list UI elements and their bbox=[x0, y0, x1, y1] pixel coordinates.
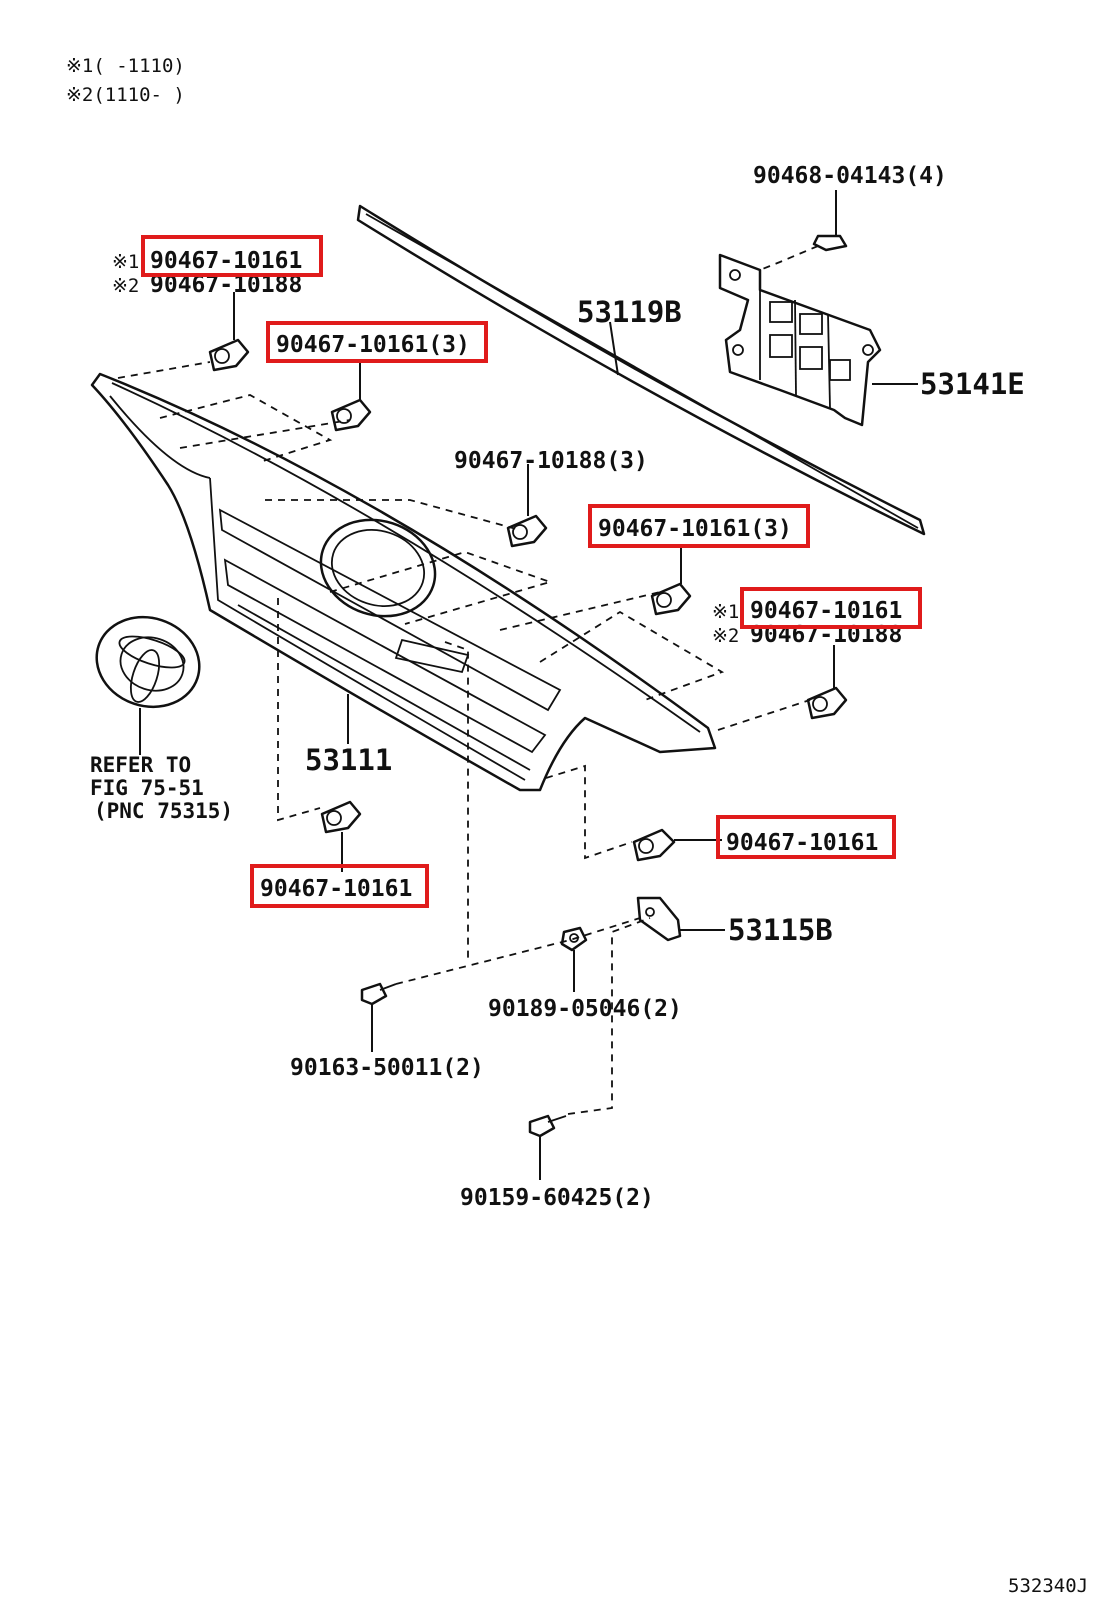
clip-top-center bbox=[330, 398, 372, 432]
highlight-lower-right bbox=[716, 815, 896, 859]
highlight-center bbox=[588, 504, 810, 548]
emblem-ref-line-1: REFER TO bbox=[90, 753, 191, 777]
right-mark-2: ※2 bbox=[712, 625, 739, 647]
highlight-right bbox=[740, 587, 922, 629]
label-53119b: 53119B bbox=[577, 295, 682, 329]
highlight-lower-left bbox=[250, 864, 429, 908]
figure-code: 532340J bbox=[1008, 1575, 1088, 1597]
label-90163-50011: 90163-50011(2) bbox=[290, 1055, 484, 1081]
clip-right bbox=[806, 686, 848, 720]
molding-leader bbox=[609, 321, 619, 376]
label-90159-60425: 90159-60425(2) bbox=[460, 1185, 654, 1211]
note-2: ※2(1110- ) bbox=[66, 84, 185, 106]
note-1: ※1( -1110) bbox=[66, 55, 185, 77]
label-top-center-90467-10161: 90467-10161(3) bbox=[276, 332, 470, 358]
toyota-emblem-icon bbox=[95, 615, 201, 709]
label-90468-04143: 90468-04143(4) bbox=[753, 163, 947, 189]
bracket-53141e-drawing bbox=[718, 253, 882, 427]
highlight-left-upper bbox=[141, 235, 323, 277]
molding-53119b-drawing bbox=[356, 204, 926, 536]
clip-center-10161 bbox=[650, 582, 692, 616]
label-53111: 53111 bbox=[305, 743, 392, 777]
grille-53111-drawing bbox=[90, 372, 717, 792]
highlight-top-center bbox=[266, 321, 488, 363]
clip-center-10188 bbox=[506, 514, 548, 548]
label-90189-05046: 90189-05046(2) bbox=[488, 996, 682, 1022]
bolt-drawing bbox=[528, 1114, 567, 1138]
emblem-ref-line-3: (PNC 75315) bbox=[94, 799, 233, 823]
label-left-90467-10161: 90467-10161 bbox=[150, 248, 302, 274]
left-mark-2: ※2 bbox=[112, 275, 139, 297]
label-lower-right-90467-10161: 90467-10161 bbox=[726, 830, 878, 856]
left-mark-1: ※1 bbox=[112, 251, 139, 273]
label-right-90467-10161: 90467-10161 bbox=[750, 598, 902, 624]
label-53141e: 53141E bbox=[920, 367, 1025, 401]
label-53115b: 53115B bbox=[728, 913, 833, 947]
label-center-90467-10161: 90467-10161(3) bbox=[598, 516, 792, 542]
clip-90468-drawing bbox=[812, 234, 848, 252]
plate-53115b-drawing bbox=[636, 896, 682, 942]
label-lower-left-90467-10161: 90467-10161 bbox=[260, 876, 412, 902]
emblem-ref-line-2: FIG 75-51 bbox=[90, 776, 204, 800]
label-center-90467-10188: 90467-10188(3) bbox=[454, 448, 648, 474]
clip-lower-left bbox=[320, 800, 362, 834]
clip-lower-right bbox=[632, 828, 676, 862]
clip-left-upper bbox=[208, 338, 250, 372]
screw-drawing bbox=[360, 982, 397, 1006]
right-mark-1: ※1 bbox=[712, 601, 739, 623]
